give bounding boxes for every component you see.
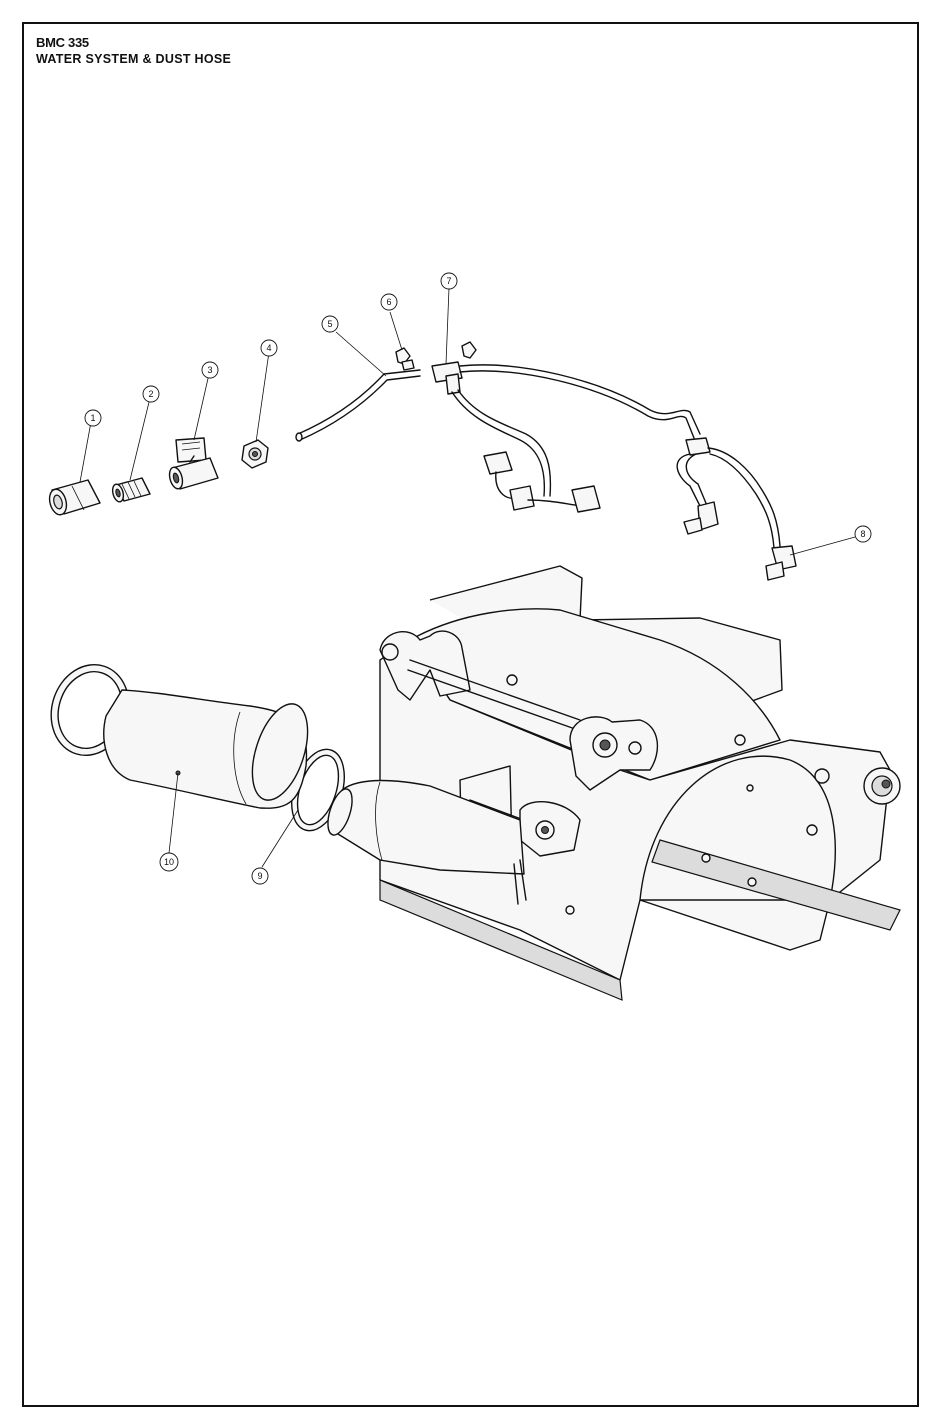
leader-lines (79, 287, 856, 868)
part-2-nipple (111, 477, 151, 503)
callout-4: 4 (260, 339, 278, 357)
callout-9: 9 (251, 867, 269, 885)
svg-text:10: 10 (164, 857, 174, 867)
diagram-title: WATER SYSTEM & DUST HOSE (36, 52, 232, 66)
svg-text:6: 6 (386, 297, 391, 307)
page-frame (22, 22, 919, 1407)
svg-text:3: 3 (207, 365, 212, 375)
water-hose-assembly (295, 341, 797, 581)
part-1-coupling (48, 479, 101, 516)
svg-text:7: 7 (446, 276, 451, 286)
title-block: BMC 335 WATER SYSTEM & DUST HOSE (36, 34, 231, 67)
part-3-ball-valve (168, 437, 219, 490)
machine-housing (379, 565, 901, 1001)
callout-7: 7 (440, 272, 458, 290)
callout-10: 10 (159, 852, 179, 872)
callout-3: 3 (201, 361, 219, 379)
svg-text:2: 2 (148, 389, 153, 399)
callout-2: 2 (142, 385, 160, 403)
svg-text:9: 9 (257, 871, 262, 881)
svg-text:5: 5 (327, 319, 332, 329)
callout-6: 6 (380, 293, 398, 311)
callout-1: 1 (84, 409, 102, 427)
svg-text:1: 1 (90, 413, 95, 423)
dust-tube-connector (327, 779, 527, 905)
callout-8: 8 (854, 525, 872, 543)
svg-text:4: 4 (266, 343, 271, 353)
part-4-nut (241, 439, 269, 469)
part-10-dust-hose (50, 664, 309, 809)
model-number: BMC 335 (36, 35, 89, 50)
callout-5: 5 (321, 315, 339, 333)
svg-text:8: 8 (860, 529, 865, 539)
